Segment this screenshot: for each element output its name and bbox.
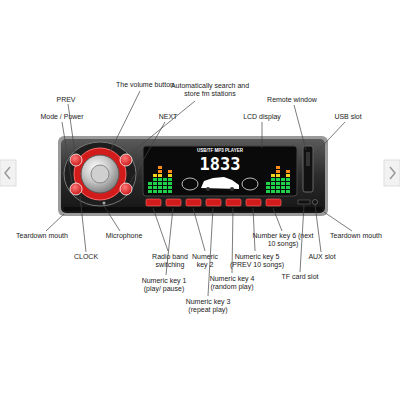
callout-label: Radio band switching [148,253,193,270]
callout-label: AUX slot [302,253,342,261]
callout-label: Automatically search and store fm statio… [166,82,254,99]
callout-label: TF card slot [275,273,325,281]
callout-label: Microphone [99,232,149,240]
callout-label: PREV [46,96,86,104]
callout-label: Numeric key 3 (repeat play) [179,298,237,315]
callout-label: Number key 6 (next 10 songs) [252,232,314,249]
display-text: 1833 [190,154,250,174]
callout-label: Teardown mouth [12,232,72,240]
callout-label: Numeric key 4 (random play) [203,275,261,292]
callout-label: NEXT [148,113,188,121]
callout-label: CLOCK [66,253,106,261]
callout-label: Numeric key 1 (play/ pause) [135,277,193,294]
callout-label: Numeric key 2 [187,253,223,270]
display-text: USB/TF MP3 PLAYER [180,148,260,153]
callout-label: Remote window [262,96,322,104]
callout-label: Numeric key 5 (PREV 10 songs) [226,253,288,270]
callout-label: Teardown mouth [326,232,386,240]
callout-label: USB slot [326,113,371,121]
callout-label: LCD display [232,113,292,121]
callout-label: Mode / Power [32,113,92,121]
